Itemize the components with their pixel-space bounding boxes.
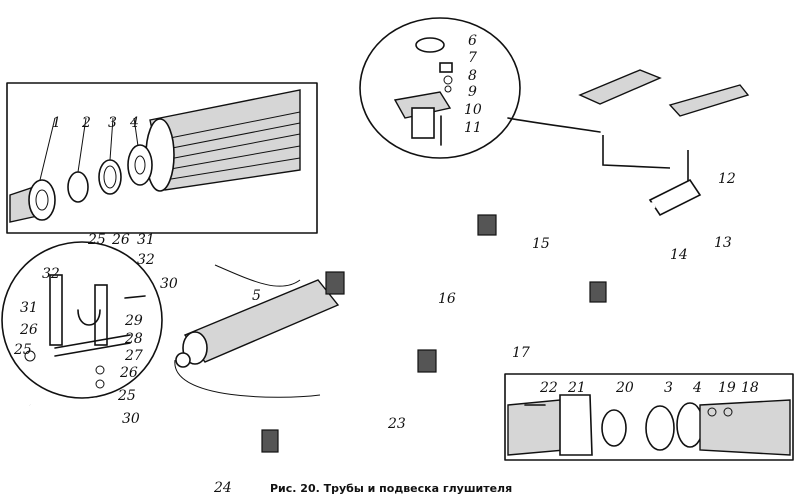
label-32-left: 32 (42, 266, 60, 282)
label-1: 1 (52, 115, 61, 131)
inset-hanger-bracket (359, 17, 601, 159)
label-31-top: 31 (137, 232, 155, 248)
inset-hanger-strap (1, 241, 163, 399)
label-5: 5 (252, 288, 261, 304)
label-26-top: 26 (111, 232, 130, 248)
label-25-top: 25 (87, 232, 106, 248)
part-labels: 1 2 3 4 5 6 7 8 9 10 11 12 13 14 15 16 1… (52, 33, 759, 496)
label-4: 4 (129, 115, 139, 131)
label-2: 2 (81, 115, 91, 131)
label-19: 19 (718, 380, 736, 396)
strap-side-labels: 32 31 26 25 (13, 266, 60, 358)
label-26-left: 26 (19, 322, 38, 338)
label-9: 9 (468, 84, 477, 100)
label-30-top: 30 (160, 276, 178, 292)
label-8: 8 (468, 68, 477, 84)
inset-muffler-inlet (6, 82, 318, 234)
label-24: 24 (213, 480, 232, 496)
label-11: 11 (464, 120, 482, 136)
inset-front-flange (504, 373, 794, 461)
label-27: 27 (124, 348, 143, 364)
label-26-bottom: 26 (119, 365, 138, 381)
label-20: 20 (615, 380, 634, 396)
label-29: 29 (124, 313, 143, 329)
label-6: 6 (468, 33, 477, 49)
label-22: 22 (539, 380, 558, 396)
label-10: 10 (464, 102, 482, 118)
label-25-bottom: 25 (117, 388, 136, 404)
label-14: 14 (670, 247, 688, 263)
label-23: 23 (387, 416, 406, 432)
label-25-left: 25 (13, 342, 32, 358)
label-18: 18 (741, 380, 759, 396)
label-17: 17 (512, 345, 530, 361)
label-3: 3 (108, 115, 117, 131)
label-28: 28 (124, 331, 143, 347)
figure-caption: Рис. 20. Трубы и подвеска глушителя (270, 482, 512, 495)
label-12: 12 (718, 171, 736, 187)
label-32-right: 32 (137, 252, 155, 268)
label-13: 13 (714, 235, 732, 251)
main-pipe-network (29, 69, 750, 453)
label-7: 7 (468, 50, 477, 66)
label-16: 16 (438, 291, 456, 307)
label-15: 15 (532, 236, 550, 252)
label-3-inset: 3 (664, 380, 673, 396)
label-31-left: 31 (20, 300, 38, 316)
label-4-inset: 4 (692, 380, 702, 396)
label-30-bottom: 30 (122, 411, 140, 427)
label-21: 21 (567, 380, 586, 396)
